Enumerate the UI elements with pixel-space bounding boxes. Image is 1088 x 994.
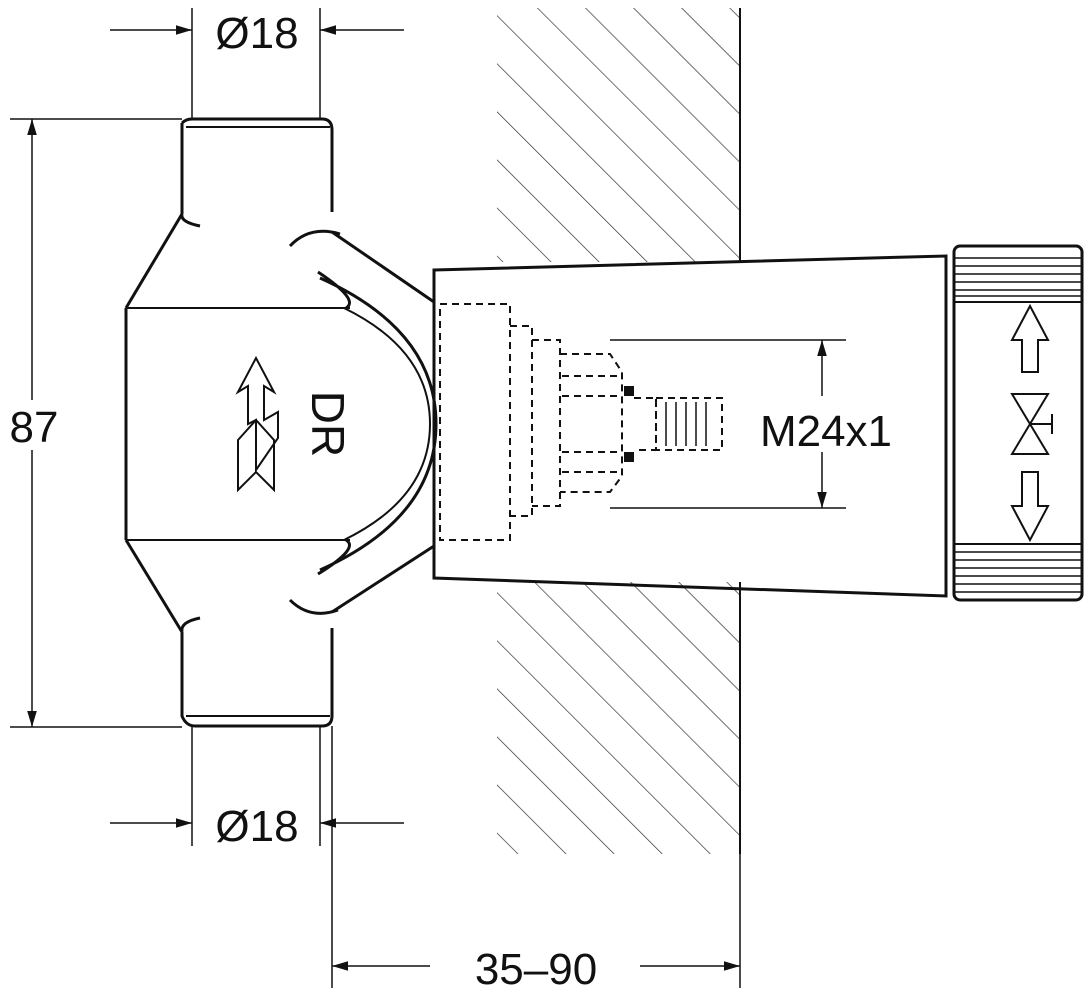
- wall-depth-dimension: [331, 726, 741, 988]
- flow-arrow-icon: [235, 355, 279, 493]
- cap-nut: [952, 244, 1084, 602]
- body-marking: DR: [302, 391, 354, 457]
- top-diameter-dimension: [110, 8, 404, 119]
- wall-depth-label: 35–90: [475, 945, 597, 994]
- extension-sleeve: [432, 254, 948, 598]
- height-label: 87: [10, 403, 59, 452]
- wall: [497, 8, 741, 854]
- thread-label: M24x1: [760, 407, 892, 456]
- bottom-diameter-label: Ø18: [215, 802, 298, 851]
- up-arrow-icon: [1010, 303, 1050, 373]
- height-dimension: [10, 118, 182, 728]
- top-diameter-label: Ø18: [215, 9, 298, 58]
- down-arrow-icon: [1010, 471, 1050, 543]
- thread-dimension: [610, 339, 846, 509]
- valve-body: [124, 117, 438, 728]
- valve-symbol-icon: [1010, 393, 1053, 455]
- hidden-cartridge: [439, 303, 723, 541]
- bottom-diameter-dimension: [110, 726, 404, 846]
